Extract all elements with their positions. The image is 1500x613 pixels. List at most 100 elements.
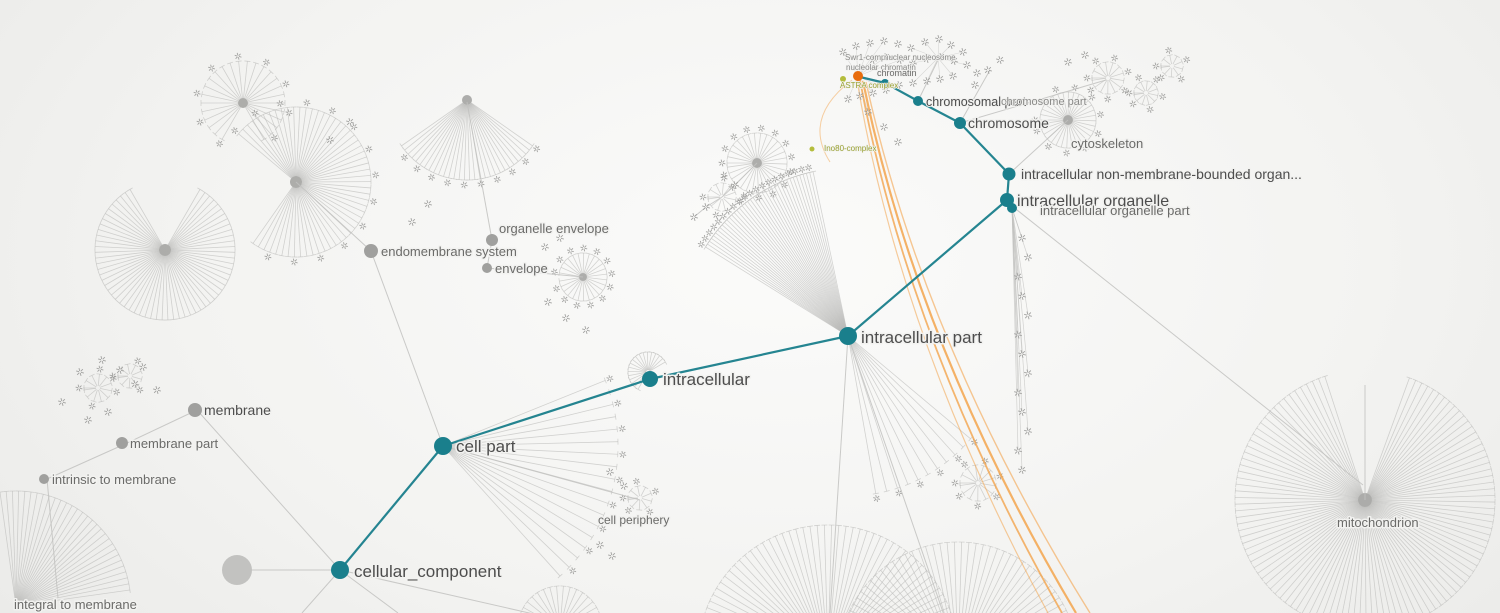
term-sprite-node[interactable] (408, 218, 416, 226)
term-sprite-node[interactable] (1125, 89, 1133, 97)
term-sprite-node[interactable] (971, 81, 979, 89)
term-sprite-node[interactable] (139, 363, 147, 371)
term-sprite-node[interactable] (1018, 466, 1026, 474)
term-sprite-node[interactable] (550, 268, 558, 276)
term-sprite-node[interactable] (791, 167, 799, 175)
term-sprite-node[interactable] (1024, 311, 1032, 320)
term-sprite-node[interactable] (1111, 54, 1119, 62)
term-sprite-node[interactable] (587, 301, 595, 309)
term-sprite-node[interactable] (104, 408, 112, 416)
term-sprite-node[interactable] (1087, 86, 1095, 94)
term-sprite-node[interactable] (955, 492, 963, 500)
term-sprite-node[interactable] (935, 35, 943, 43)
term-sprite-node[interactable] (936, 75, 944, 83)
term-sprite-node[interactable] (569, 567, 577, 575)
term-sprite-node[interactable] (372, 171, 380, 179)
term-sprite-node[interactable] (443, 179, 451, 187)
term-sprite-node[interactable] (737, 197, 745, 205)
node-chromatin-junction[interactable] (881, 79, 889, 87)
term-sprite-node[interactable] (624, 506, 632, 514)
term-sprite-node[interactable] (493, 175, 501, 183)
term-sprite-node[interactable] (552, 285, 560, 293)
term-sprite-node[interactable] (400, 154, 408, 162)
term-sprite-node[interactable] (798, 165, 806, 173)
term-sprite-node[interactable] (873, 494, 881, 502)
term-sprite-node[interactable] (1018, 234, 1026, 242)
term-sprite-node[interactable] (619, 451, 627, 458)
term-sprite-node[interactable] (1081, 51, 1089, 59)
term-sprite-node[interactable] (1033, 127, 1041, 135)
term-sprite-node[interactable] (1052, 85, 1060, 93)
term-sprite-node[interactable] (951, 479, 959, 487)
term-sprite-node[interactable] (699, 193, 707, 201)
term-sprite-node[interactable] (720, 174, 728, 182)
term-sprite-node[interactable] (973, 69, 981, 77)
term-sprite-node[interactable] (950, 57, 958, 65)
term-sprite-node[interactable] (196, 118, 204, 126)
term-sprite-node[interactable] (758, 182, 766, 190)
term-sprite-node[interactable] (1014, 330, 1022, 339)
term-sprite-node[interactable] (730, 133, 738, 141)
node-intracellular-organelle-part-label[interactable]: intracellular organelle part (1039, 202, 1192, 220)
term-sprite-node[interactable] (276, 100, 284, 108)
term-sprite-node[interactable] (646, 508, 654, 516)
term-sprite-node[interactable] (839, 48, 847, 56)
term-sprite-node[interactable] (608, 270, 616, 278)
term-sprite-node[interactable] (1063, 149, 1071, 157)
term-sprite-node[interactable] (76, 368, 84, 376)
term-sprite-node[interactable] (522, 158, 530, 166)
term-sprite-node[interactable] (533, 145, 541, 153)
node-nucleosome[interactable] (853, 71, 863, 81)
term-sprite-node[interactable] (959, 48, 967, 56)
term-sprite-node[interactable] (718, 159, 726, 167)
term-sprite-node[interactable] (1018, 408, 1026, 416)
term-sprite-node[interactable] (1088, 93, 1096, 101)
term-sprite-node[interactable] (880, 123, 888, 131)
term-sprite-node[interactable] (782, 139, 790, 147)
node-intracellular-nmb-organelle-label[interactable]: intracellular non-membrane-bounded organ… (1020, 165, 1304, 184)
term-sprite-node[interactable] (1094, 130, 1102, 138)
term-sprite-node[interactable] (864, 108, 872, 116)
term-sprite-node[interactable] (303, 99, 311, 107)
term-sprite-node[interactable] (153, 386, 161, 394)
node-intracellular-organelle-part[interactable] (1007, 203, 1017, 213)
term-sprite-node[interactable] (328, 107, 336, 115)
term-sprite-node[interactable] (880, 37, 888, 45)
term-sprite-node[interactable] (869, 56, 877, 64)
term-sprite-node[interactable] (852, 42, 860, 50)
term-sprite-node[interactable] (264, 253, 272, 261)
term-sprite-node[interactable] (787, 153, 795, 161)
term-sprite-node[interactable] (721, 145, 729, 153)
term-sprite-node[interactable] (974, 502, 982, 510)
term-sprite-node[interactable] (75, 384, 83, 392)
node-cellular-component[interactable] (331, 561, 349, 579)
term-sprite-node[interactable] (96, 365, 104, 373)
term-sprite-node[interactable] (916, 480, 924, 488)
node-intrinsic-to-membrane[interactable] (39, 474, 49, 484)
node-endomembrane-system-label[interactable]: endomembrane system (380, 243, 519, 261)
node-intrinsic-to-membrane-label[interactable]: intrinsic to membrane (51, 471, 178, 489)
term-sprite-node[interactable] (562, 314, 570, 322)
term-sprite-node[interactable] (963, 61, 971, 69)
term-sprite-node[interactable] (285, 109, 293, 117)
node-chromosomal-part[interactable] (913, 96, 923, 106)
node-chromosomal-part-label[interactable]: chromosomal part (925, 94, 1028, 110)
term-sprite-node[interactable] (1124, 68, 1132, 76)
term-sprite-node[interactable] (895, 81, 903, 89)
term-sprite-node[interactable] (1018, 350, 1026, 358)
term-sprite-node[interactable] (1083, 74, 1091, 82)
node-intracellular-nmb-organelle[interactable] (1002, 167, 1016, 181)
term-sprite-node[interactable] (599, 294, 607, 302)
term-sprite-node[interactable] (1092, 57, 1100, 65)
term-sprite-node[interactable] (614, 399, 622, 407)
term-sprite-node[interactable] (317, 254, 325, 262)
node-intracellular-part-label[interactable]: intracellular part (860, 327, 984, 349)
cluster-hub-node[interactable] (159, 244, 171, 256)
node-membrane-part-label[interactable]: membrane part (129, 435, 221, 453)
term-sprite-node[interactable] (909, 79, 917, 87)
term-sprite-node[interactable] (984, 66, 992, 74)
term-sprite-node[interactable] (234, 52, 242, 60)
node-astra-complex[interactable] (840, 76, 846, 82)
term-sprite-node[interactable] (921, 38, 929, 46)
